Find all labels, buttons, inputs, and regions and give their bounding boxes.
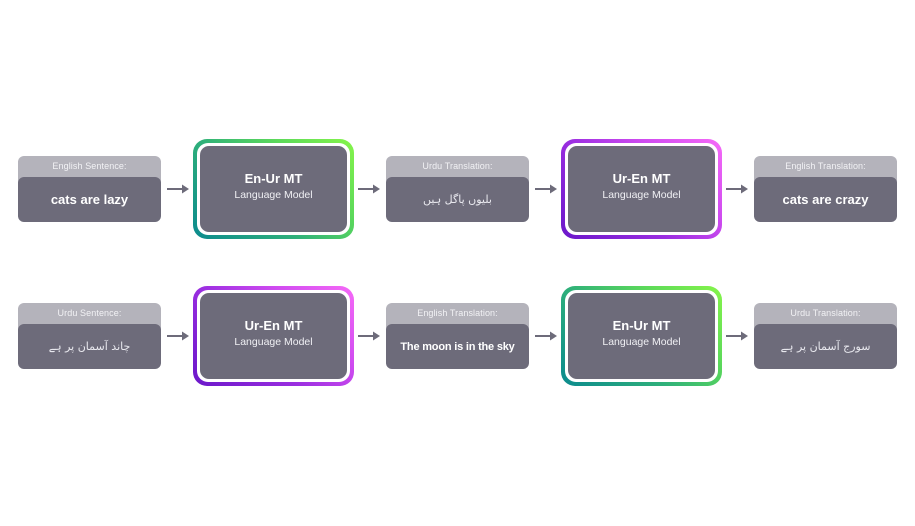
output-translation-box: English Translation: cats are crazy	[754, 156, 897, 222]
model-subtitle: Language Model	[602, 336, 681, 348]
intermediate-translation-box: Urdu Translation: بلیوں پاگل ہیں	[386, 156, 529, 222]
model-subtitle: Language Model	[602, 189, 681, 201]
right-arrow-icon	[358, 331, 380, 341]
intermediate-translation-label: Urdu Translation:	[422, 161, 493, 171]
right-arrow-icon	[535, 331, 557, 341]
input-sentence-label: English Sentence:	[52, 161, 127, 171]
input-sentence-text: cats are lazy	[18, 177, 161, 222]
model-subtitle: Language Model	[234, 336, 313, 348]
model-title: Ur-En MT	[244, 318, 303, 333]
pipeline-row-2: Urdu Sentence: چاند آسمان پر ہے Ur-En MT…	[0, 286, 915, 386]
right-arrow-icon	[726, 331, 748, 341]
output-translation-text: cats are crazy	[754, 177, 897, 222]
model-title: En-Ur MT	[612, 318, 671, 333]
intermediate-translation-text: The moon is in the sky	[386, 324, 529, 369]
pipeline-row-1: English Sentence: cats are lazy En-Ur MT…	[0, 139, 915, 239]
output-translation-label: Urdu Translation:	[790, 308, 861, 318]
right-arrow-icon	[535, 184, 557, 194]
ur-en-model-box: Ur-En MT Language Model	[193, 286, 354, 386]
output-translation-text: سورج آسمان پر ہے	[754, 324, 897, 369]
right-arrow-icon	[726, 184, 748, 194]
en-ur-model-box: En-Ur MT Language Model	[561, 286, 722, 386]
output-translation-label: English Translation:	[785, 161, 866, 171]
right-arrow-icon	[167, 331, 189, 341]
intermediate-translation-box: English Translation: The moon is in the …	[386, 303, 529, 369]
intermediate-translation-label: English Translation:	[417, 308, 498, 318]
right-arrow-icon	[167, 184, 189, 194]
output-translation-box: Urdu Translation: سورج آسمان پر ہے	[754, 303, 897, 369]
input-sentence-box: English Sentence: cats are lazy	[18, 156, 161, 222]
model-title: En-Ur MT	[244, 171, 303, 186]
model-subtitle: Language Model	[234, 189, 313, 201]
right-arrow-icon	[358, 184, 380, 194]
ur-en-model-box: Ur-En MT Language Model	[561, 139, 722, 239]
input-sentence-text: چاند آسمان پر ہے	[18, 324, 161, 369]
en-ur-model-box: En-Ur MT Language Model	[193, 139, 354, 239]
intermediate-translation-text: بلیوں پاگل ہیں	[386, 177, 529, 222]
input-sentence-box: Urdu Sentence: چاند آسمان پر ہے	[18, 303, 161, 369]
input-sentence-label: Urdu Sentence:	[57, 308, 122, 318]
model-title: Ur-En MT	[612, 171, 671, 186]
